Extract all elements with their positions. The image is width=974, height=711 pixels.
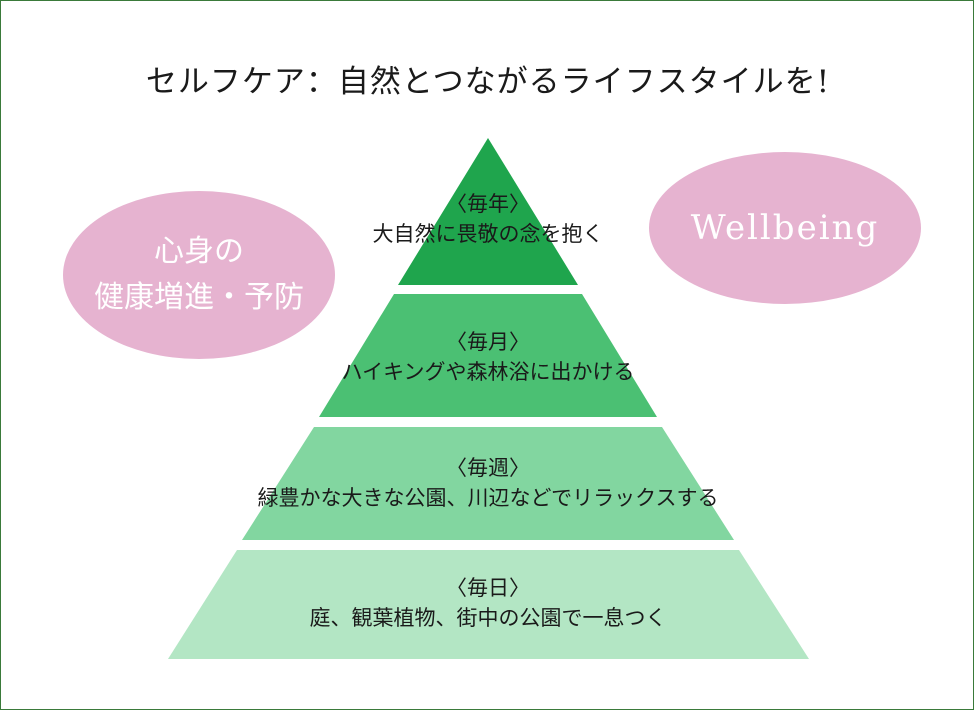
tier-yearly-period: 〈毎年〉 xyxy=(446,192,530,216)
tier-weekly-text: 〈毎週〉 緑豊かな大きな公園、川辺などでリラックスする xyxy=(1,453,974,513)
tier-daily-action: 庭、観葉植物、街中の公園で一息つく xyxy=(309,606,667,630)
tier-monthly-text: 〈毎月〉 ハイキングや森林浴に出かける xyxy=(1,327,974,387)
tier-monthly-period: 〈毎月〉 xyxy=(446,330,530,354)
tier-monthly-action: ハイキングや森林浴に出かける xyxy=(341,360,635,384)
tier-weekly-period: 〈毎週〉 xyxy=(446,456,530,480)
bubble-wellbeing: Wellbeing xyxy=(649,152,921,304)
tier-weekly-action: 緑豊かな大きな公園、川辺などでリラックスする xyxy=(257,486,719,510)
pyramid-tier-yearly xyxy=(398,138,578,285)
tier-daily-period: 〈毎日〉 xyxy=(446,576,530,600)
tier-daily-text: 〈毎日〉 庭、観葉植物、街中の公園で一息つく xyxy=(1,573,974,633)
tier-yearly-text: 〈毎年〉 大自然に畏敬の念を抱く xyxy=(1,189,974,249)
pyramid-tier-monthly xyxy=(319,294,657,417)
pyramid-tier-daily xyxy=(168,550,809,659)
bubble-health: 心身の 健康増進・予防 xyxy=(63,191,335,359)
tier-yearly-action: 大自然に畏敬の念を抱く xyxy=(372,222,604,246)
slide-title: セルフケア：自然とつながるライフスタイルを! xyxy=(145,64,831,100)
bubble-wellbeing-label: Wellbeing xyxy=(690,208,880,248)
bubble-health-line2: 健康増進・予防 xyxy=(94,280,304,315)
pyramid-tier-weekly xyxy=(242,427,734,540)
bubble-health-line1: 心身の xyxy=(154,234,244,269)
